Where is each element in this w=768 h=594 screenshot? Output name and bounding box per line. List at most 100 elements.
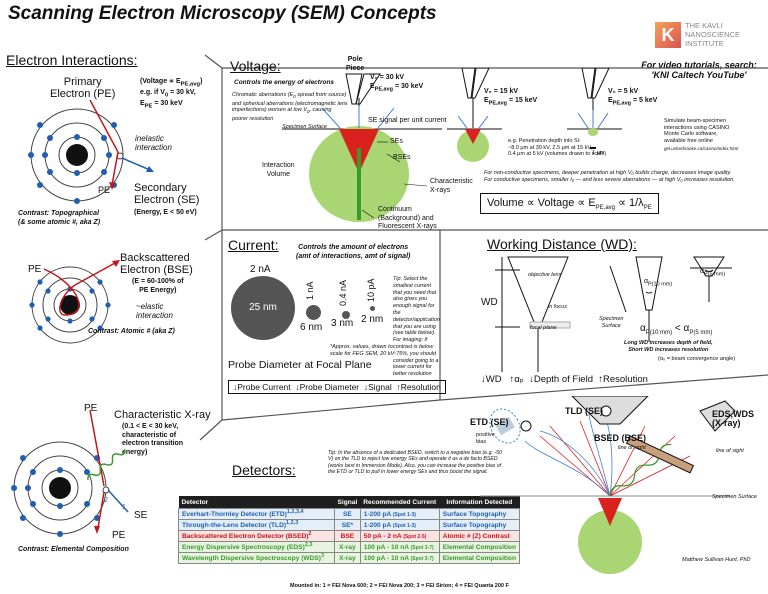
- detector-info: Elemental Composition: [438, 552, 521, 564]
- pe-tag-1: PE: [98, 185, 111, 195]
- na2-label: 2 nA: [250, 264, 271, 275]
- wd-diagram: [495, 256, 732, 372]
- line-of-sight-1: line of sight: [618, 445, 646, 451]
- detector-current: 1-200 pA (Spot 1-3): [359, 519, 440, 531]
- tld-label: TLD (SE): [565, 406, 603, 416]
- bses-label: BSEs: [393, 154, 411, 161]
- bse-energy: (E = 60-100% of PE Energy): [132, 278, 184, 294]
- voltage-formula: Volume ∝ Voltage ∝ EPE,avg ∝ 1/λPE: [480, 193, 659, 215]
- na04-label: 0.4 nA: [338, 279, 348, 306]
- electron-interactions-heading: Electron Interactions:: [6, 52, 138, 68]
- detectors-tip: Tip: In the absence of a dedicated BSED,…: [328, 450, 502, 476]
- v15-energy: EPE,avg = 15 keV: [484, 96, 538, 106]
- xray-num-1: 1: [122, 504, 126, 511]
- casino-url: gel.usherbrooke.ca/casino/index.html: [664, 146, 739, 151]
- logo-line-2: NANOSCIENCE: [685, 30, 741, 39]
- wd-tag: WD: [481, 297, 498, 308]
- detector-current: 100 pA - 10 nA (Spot 3-7): [359, 552, 440, 564]
- mounted-note: Mounted in: 1 = FEI Nova 600; 2 = FEI No…: [290, 583, 509, 589]
- penetration-note: e.g. Penetration depth into Si: ~8.0 μm …: [508, 138, 607, 157]
- alpha10-label: αP(10 mm): [644, 278, 673, 288]
- xray-energy: (0.1 < E < 30 keV, characteristic of ele…: [122, 423, 184, 456]
- in-focus-label: in focus: [548, 304, 567, 310]
- se-energy: (Energy, E < 50 eV): [134, 209, 197, 216]
- atom-bse-diagram: [29, 260, 120, 344]
- contrast-atomic: Contrast: Atomic # (aka Z): [88, 328, 175, 335]
- detector-signal: SE*: [334, 519, 361, 531]
- detector-name: Everhart-Thornley Detector (ETD)1,2,3,4: [178, 508, 335, 520]
- positive-bias-label: positive bias: [476, 432, 495, 445]
- detector-name: Energy Dispersive Spectroscopy (EDS)2,3: [178, 541, 335, 553]
- current-subheading: Controls the amount of electrons (amt of…: [296, 244, 411, 260]
- alpha5-label: αP(5 mm): [700, 268, 726, 278]
- se-label: Secondary Electron (SE): [134, 182, 200, 206]
- detector-name: Wavelength Dispersive Spectroscopy (WDS)…: [178, 552, 335, 564]
- bse-label: Backscattered Electron (BSE): [120, 252, 193, 276]
- logo-text: THE KAVLI NANOSCIENCE INSTITUTE: [685, 21, 740, 48]
- col-info: Information Detected: [439, 496, 520, 509]
- probe-label: Probe Diameter at Focal Plane: [228, 359, 372, 371]
- voltage-heading: Voltage:: [230, 58, 281, 74]
- v15-voltage: V₀ = 15 kV: [484, 88, 519, 95]
- detector-name: Backscattered Electron Detector (BSED)2: [178, 530, 335, 542]
- focal-plane-label: focal plane: [530, 325, 557, 331]
- long-wd-note: Long WD increases depth of field, Short …: [624, 340, 713, 353]
- table-row: Everhart-Thornley Detector (ETD)1,2,3,4 …: [178, 508, 521, 520]
- ses-label: SEs: [390, 138, 403, 145]
- casino-note: Simulate beam-specimen interactions usin…: [664, 118, 730, 144]
- xray-pe2-tag: PE: [112, 530, 126, 541]
- col-signal: Signal: [334, 496, 361, 509]
- detector-info: Elemental Composition: [438, 541, 521, 553]
- detector-signal: BSE: [334, 530, 361, 542]
- xray-num-2: 2: [104, 497, 108, 504]
- interaction-volume-label: Interaction Volume: [262, 162, 295, 178]
- detector-signal: X-ray: [334, 541, 361, 553]
- detector-current: 50 pA - 2 nA (Spot 2-5): [359, 530, 440, 542]
- alpha-note: (α₀ = beam convergence angle): [658, 356, 736, 362]
- detectors-specimen-label: Specimen Surface: [712, 494, 757, 500]
- xray-se-tag: SE: [134, 510, 148, 521]
- detectors-table: Detector Signal Recommended Current Info…: [178, 496, 521, 564]
- probe-2nm: [370, 306, 375, 311]
- table-row: Through-the-Lens Detector (TLD)1,2,3 SE*…: [178, 519, 521, 531]
- probe-6nm: [306, 305, 321, 320]
- specimen-surface-v: Specimen Surface: [282, 124, 327, 130]
- detector-current: 1-200 pA (Spot 1-3): [359, 508, 440, 520]
- na1-label: 1 nA: [305, 281, 315, 300]
- atom-xray-diagram: [11, 410, 129, 537]
- v5-energy: EPE,avg = 5 keV: [608, 96, 658, 106]
- current-tip: Tip: Select the smallest current that yo…: [393, 276, 440, 378]
- current-summary: ↓Probe Current ↓Probe Diameter ↓Signal ↑…: [228, 380, 446, 394]
- elastic-label: ~elastic interaction: [136, 302, 173, 320]
- atom-se-diagram: [28, 100, 154, 204]
- table-header-row: Detector Signal Recommended Current Info…: [178, 496, 520, 509]
- logo: K THE KAVLI NANOSCIENCE INSTITUTE: [655, 20, 765, 50]
- char-xrays-label: Characteristic X-rays: [430, 178, 473, 194]
- detectors-heading: Detectors:: [232, 462, 296, 478]
- probe-25nm: 25 nm: [231, 276, 295, 340]
- objective-lens-label: objective lens: [528, 272, 562, 278]
- voltage-note: (Voltage ∝ EPE,avg) e.g. if V0 = 30 kV, …: [140, 78, 203, 110]
- primary-electron-label: Primary Electron (PE): [50, 76, 116, 100]
- wd-specimen-label: Specimen Surface: [599, 316, 624, 329]
- table-row: Backscattered Electron Detector (BSED)2 …: [178, 530, 521, 542]
- detectors-diagram: [480, 396, 736, 574]
- probe-3nm: [342, 311, 350, 319]
- tutorial-note: For video tutorials, search: 'KNI Caltec…: [632, 60, 766, 80]
- detector-name: Through-the-Lens Detector (TLD)1,2,3: [178, 519, 335, 531]
- col-detector: Detector: [178, 496, 335, 509]
- pole-piece-label: Pole Piece: [346, 56, 365, 72]
- v15-label: V₀ = 15 kV EPE,avg = 15 keV: [484, 88, 537, 106]
- logo-line-1: THE KAVLI: [685, 21, 723, 30]
- bse-pe-tag: PE: [28, 264, 42, 275]
- bsed-label: BSED (BSE): [594, 433, 647, 443]
- detector-signal: X-ray: [334, 552, 361, 564]
- tutorial-line-1: For video tutorials, search:: [641, 60, 757, 70]
- se-signal-label: SE signal per unit current: [368, 117, 447, 124]
- v5-voltage: V₀ = 5 kV: [608, 88, 639, 95]
- v30-voltage: V₀ = 30 kV: [370, 74, 405, 81]
- contrast-topo: Contrast: Topographical (& some atomic #…: [18, 210, 101, 226]
- detector-current: 100 pA - 10 nA (Spot 3-7): [359, 541, 440, 553]
- inelastic-label: inelastic interaction: [135, 134, 172, 152]
- approx-note: *Approx. values, drawn to scale for FEG …: [330, 344, 395, 357]
